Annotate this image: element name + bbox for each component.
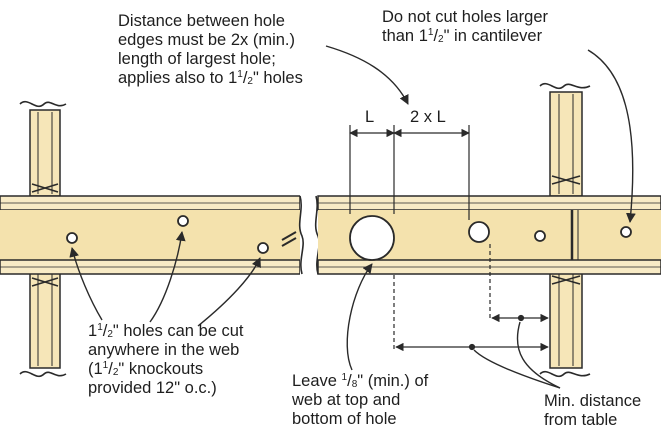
leave-web-note-line1: Leave 1/8" (min.) of	[292, 372, 429, 390]
left-stud	[19, 100, 67, 378]
spacing-note-line3: length of largest hole;	[118, 50, 276, 68]
knockout-note-line3: (11/2" knockouts	[88, 360, 204, 378]
knockout-note-line2: anywhere in the web	[88, 341, 240, 359]
min-distance-note-line1: Min. distance	[544, 392, 642, 410]
leader-lines	[69, 45, 636, 389]
spacing-note-line1: Distance between hole	[118, 12, 285, 30]
knockout-hole	[257, 242, 269, 254]
cantilever-note-line2: than 11/2" in cantilever	[382, 27, 543, 45]
min-distance-note: Min. distance from table	[544, 392, 641, 430]
spacing-note: Distance between hole edges must be 2x (…	[118, 12, 303, 88]
small-hole	[534, 230, 546, 242]
leave-web-note-line2: web at top and	[292, 391, 401, 409]
knockout-hole	[66, 232, 78, 244]
spacing-note-line2: edges must be 2x (min.)	[118, 31, 295, 49]
i-joist-left-segment	[0, 195, 301, 275]
cantilever-hole	[620, 226, 632, 238]
joist-break-mark	[281, 190, 320, 280]
cantilever-note: Do not cut holes larger than 11/2" in ca…	[382, 8, 548, 46]
large-hole	[349, 215, 395, 261]
dimension-l-label: L	[365, 108, 375, 126]
knockout-note-line1: 11/2" holes can be cut	[88, 322, 244, 340]
knockout-note: 11/2" holes can be cut anywhere in the w…	[88, 322, 244, 398]
medium-hole	[468, 221, 490, 243]
cantilever-note-line1: Do not cut holes larger	[382, 8, 549, 26]
leave-web-note-line3: bottom of hole	[292, 410, 397, 428]
web-holes	[66, 215, 632, 261]
dimension-2xl-label: 2 x L	[410, 108, 446, 126]
leave-web-note: Leave 1/8" (min.) of web at top and bott…	[292, 372, 428, 429]
dimension-lines	[349, 125, 549, 352]
knockout-hole	[177, 215, 189, 227]
spacing-note-line4: applies also to 11/2" holes	[118, 69, 303, 87]
knockout-note-line4: provided 12" o.c.)	[88, 379, 217, 397]
min-distance-note-line2: from table	[544, 411, 618, 429]
